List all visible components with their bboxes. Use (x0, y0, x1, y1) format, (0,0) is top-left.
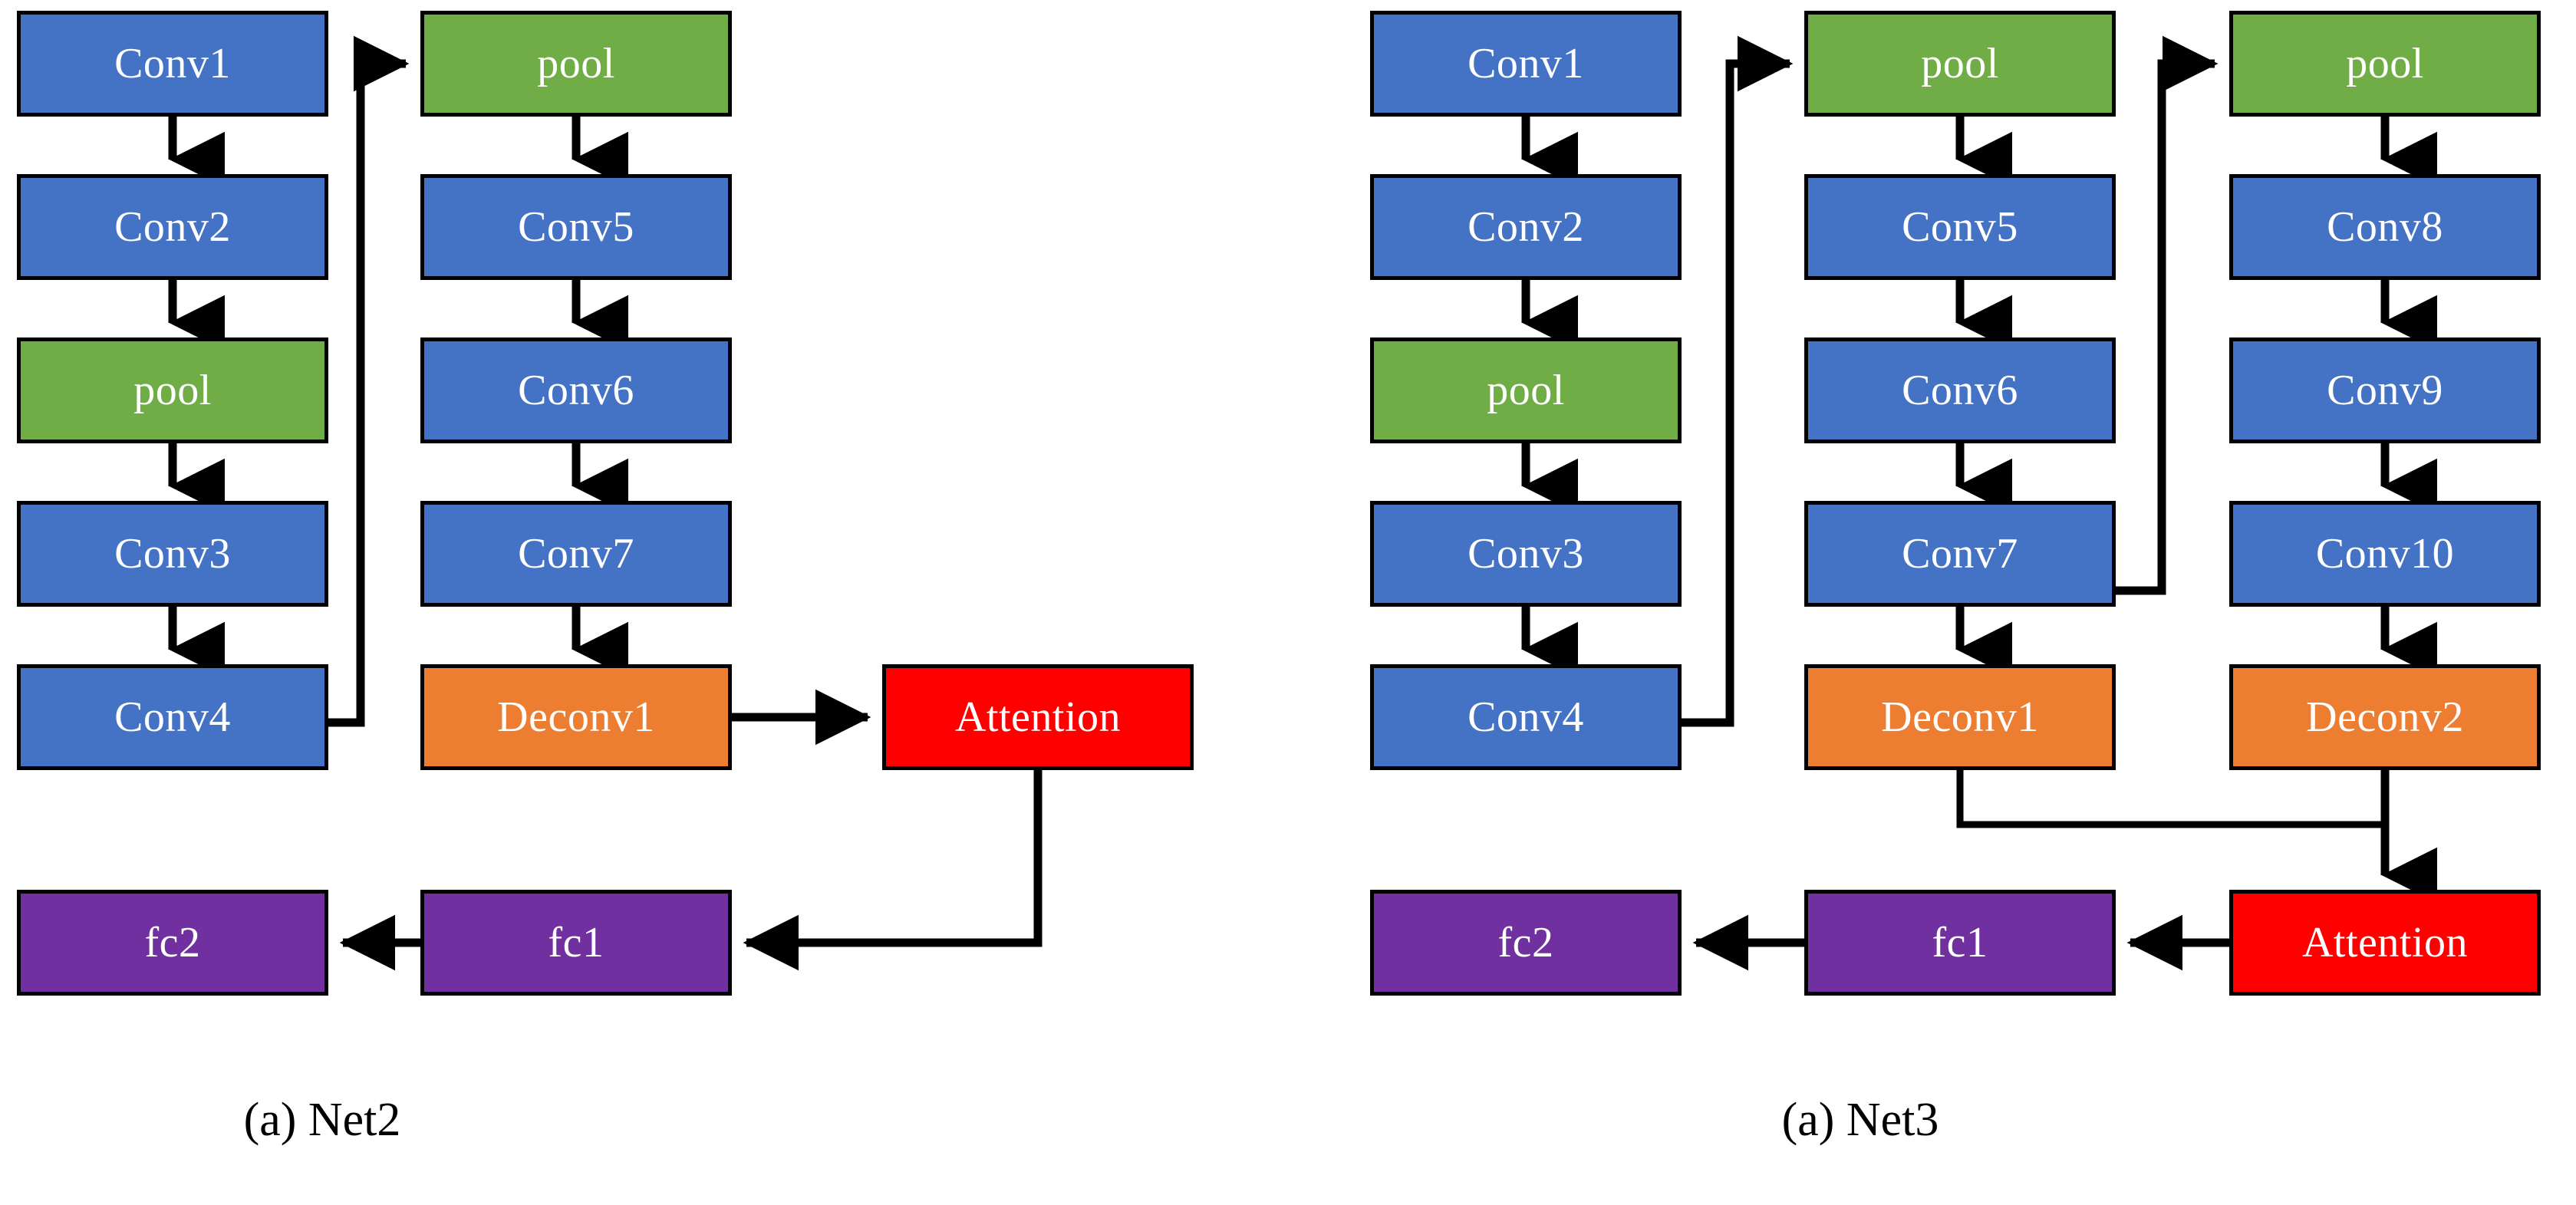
edge-conv4-pool2-skip (328, 35, 410, 727)
node-label: pool (1921, 40, 1999, 87)
node-label: Conv3 (1468, 530, 1584, 578)
node-conv5[interactable]: Conv5 (1804, 174, 2116, 280)
node-conv3[interactable]: Conv3 (1370, 501, 1682, 607)
node-label: fc2 (1497, 919, 1554, 966)
node-fc1[interactable]: fc1 (420, 890, 732, 996)
node-conv10[interactable]: Conv10 (2229, 501, 2541, 607)
node-label: Conv7 (1902, 530, 2018, 578)
edge-n3-conv7-pool3-skip (2116, 35, 2219, 595)
edge-n3-conv4-pool2-skip (1682, 35, 1794, 727)
node-conv4[interactable]: Conv4 (1370, 664, 1682, 770)
node-conv6[interactable]: Conv6 (1804, 337, 2116, 443)
node-label: Conv2 (114, 203, 231, 251)
node-pool-1[interactable]: pool (1370, 337, 1682, 443)
node-conv9[interactable]: Conv9 (2229, 337, 2541, 443)
node-conv2[interactable]: Conv2 (17, 174, 328, 280)
node-conv4[interactable]: Conv4 (17, 664, 328, 770)
node-conv3[interactable]: Conv3 (17, 501, 328, 607)
node-pool-2[interactable]: pool (1804, 11, 2116, 117)
node-label: Conv4 (1468, 693, 1584, 741)
node-label: Deconv1 (1881, 693, 2039, 741)
node-label: Deconv2 (2306, 693, 2464, 741)
node-conv5[interactable]: Conv5 (420, 174, 732, 280)
node-deconv2[interactable]: Deconv2 (2229, 664, 2541, 770)
node-conv1[interactable]: Conv1 (1370, 11, 1682, 117)
panel-caption-net3: (a) Net3 (1781, 1094, 1939, 1146)
node-label: Attention (954, 693, 1122, 741)
node-fc1[interactable]: fc1 (1804, 890, 2116, 996)
edge-attention-fc1 (743, 770, 1043, 971)
node-fc2[interactable]: fc2 (1370, 890, 1682, 996)
node-label: fc2 (144, 919, 201, 966)
node-attention[interactable]: Attention (882, 664, 1194, 770)
node-conv2[interactable]: Conv2 (1370, 174, 1682, 280)
node-label: Conv10 (2315, 530, 2455, 578)
node-label: Conv5 (1902, 203, 2018, 251)
node-label: fc1 (1932, 919, 1988, 966)
node-label: Attention (2301, 919, 2469, 966)
node-pool-1[interactable]: pool (17, 337, 328, 443)
node-attention[interactable]: Attention (2229, 890, 2541, 996)
node-pool-2[interactable]: pool (420, 11, 732, 117)
node-deconv1[interactable]: Deconv1 (420, 664, 732, 770)
node-label: Conv3 (114, 530, 231, 578)
edge-n3-deconv1-attention-merge (1956, 770, 2385, 828)
node-label: Deconv1 (497, 693, 655, 741)
node-conv6[interactable]: Conv6 (420, 337, 732, 443)
node-conv7[interactable]: Conv7 (420, 501, 732, 607)
panel-caption-net2: (a) Net2 (243, 1094, 401, 1146)
node-deconv1[interactable]: Deconv1 (1804, 664, 2116, 770)
node-label: pool (537, 40, 615, 87)
node-label: Conv8 (2327, 203, 2443, 251)
node-pool-3[interactable]: pool (2229, 11, 2541, 117)
node-label: pool (2346, 40, 2424, 87)
node-label: Conv6 (518, 367, 634, 414)
node-conv7[interactable]: Conv7 (1804, 501, 2116, 607)
node-conv1[interactable]: Conv1 (17, 11, 328, 117)
node-label: pool (1487, 367, 1565, 414)
node-label: Conv6 (1902, 367, 2018, 414)
node-label: Conv7 (518, 530, 634, 578)
node-conv8[interactable]: Conv8 (2229, 174, 2541, 280)
node-label: Conv2 (1468, 203, 1584, 251)
node-label: fc1 (548, 919, 604, 966)
node-label: pool (133, 367, 212, 414)
node-label: Conv5 (518, 203, 634, 251)
node-label: Conv9 (2327, 367, 2443, 414)
node-label: Conv1 (114, 40, 231, 87)
node-fc2[interactable]: fc2 (17, 890, 328, 996)
node-label: Conv1 (1468, 40, 1584, 87)
node-label: Conv4 (114, 693, 231, 741)
